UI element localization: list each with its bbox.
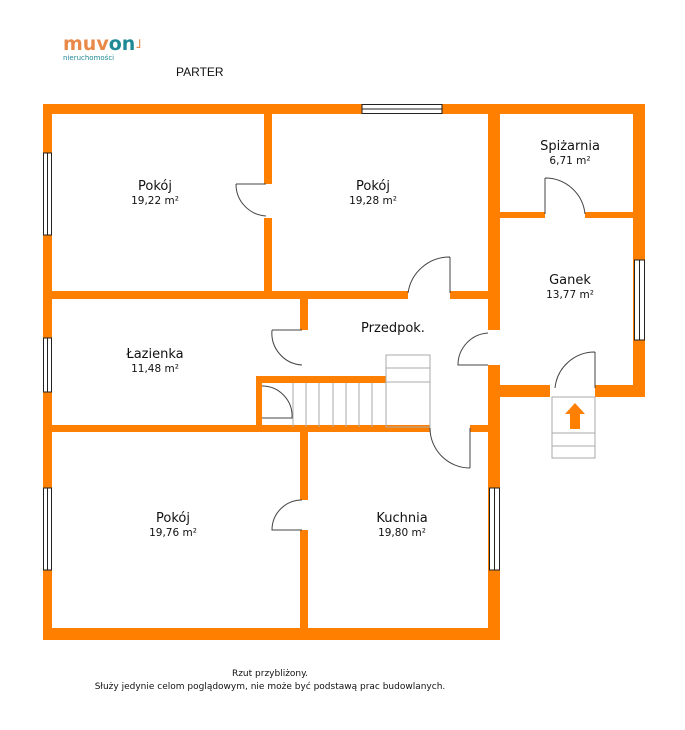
room-label: Przedpok. [361, 321, 425, 336]
room-name: Spiżarnia [540, 139, 600, 154]
logo-tagline: nieruchomości [63, 54, 115, 62]
logo: muvon˩ nieruchomości [63, 33, 142, 62]
entrance-arrow-icon [565, 403, 585, 429]
stairs [292, 354, 596, 459]
room-area: 13,77 m² [546, 289, 594, 301]
room-area: 6,71 m² [549, 155, 591, 167]
room-area: 11,48 m² [131, 363, 179, 375]
room-name: Łazienka [126, 347, 184, 362]
windows [43, 104, 645, 571]
disclaimer: Rzut przybliżony. Służy jedynie celom po… [0, 668, 540, 694]
floor-title: PARTER [176, 65, 224, 79]
room-name: Pokój [138, 179, 172, 194]
room-area: 19,22 m² [131, 195, 179, 207]
room-area: 19,80 m² [378, 527, 426, 539]
doors [235, 177, 596, 531]
disclaimer-line-2: Służy jedynie celom poglądowym, nie może… [94, 682, 446, 692]
logo-brand-2: on [108, 33, 136, 55]
room-name: Ganek [549, 273, 591, 288]
room-area: 19,76 m² [149, 527, 197, 539]
room-name: Kuchnia [376, 511, 428, 526]
room-area: 19,28 m² [349, 195, 397, 207]
room-name: Pokój [156, 511, 190, 526]
room-name: Pokój [356, 179, 390, 194]
logo-brand-1: muv [63, 33, 109, 55]
room-name: Przedpok. [361, 321, 425, 336]
disclaimer-line-1: Rzut przybliżony. [231, 669, 309, 679]
